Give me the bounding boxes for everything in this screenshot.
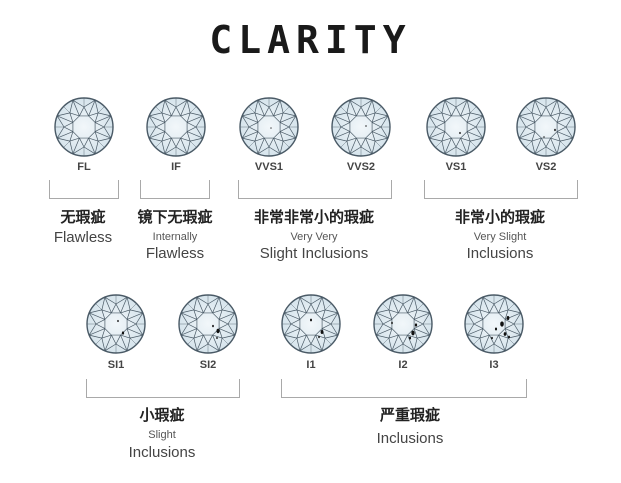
group-en-vvs: Slight Inclusions bbox=[259, 245, 369, 262]
grade-label-vvs1: VVS1 bbox=[254, 161, 284, 173]
grade-label-i3: I3 bbox=[489, 359, 499, 371]
grade-label-si2: SI2 bbox=[199, 359, 217, 371]
grade-label-vvs2: VVS2 bbox=[346, 161, 376, 173]
group-cn-vvs: 非常非常小的瑕疵 bbox=[253, 208, 374, 226]
diamond-vvs1-icon bbox=[239, 97, 299, 157]
diamond-fl-icon bbox=[54, 97, 114, 157]
diamond-vs1-icon bbox=[426, 97, 486, 157]
group-en-flawless: Flawless bbox=[53, 229, 113, 246]
grade-label-fl: FL bbox=[77, 161, 91, 173]
page-title: CLARITY bbox=[209, 18, 412, 62]
diamond-if-icon bbox=[146, 97, 206, 157]
group-en-si: Inclusions bbox=[128, 444, 196, 461]
group-cn-flawless: 无瑕疵 bbox=[60, 208, 106, 226]
grade-label-i1: I1 bbox=[306, 359, 316, 371]
group-cn-if: 镜下无瑕疵 bbox=[137, 208, 213, 226]
grade-label-i2: I2 bbox=[398, 359, 408, 371]
group-en-small-vs: Very Slight bbox=[473, 231, 527, 243]
group-en-i: Inclusions bbox=[376, 430, 444, 447]
bracket-si bbox=[86, 379, 240, 398]
group-en-vs: Inclusions bbox=[466, 245, 534, 262]
bracket-i bbox=[281, 379, 527, 398]
bracket-internally-flawless bbox=[140, 180, 210, 199]
group-cn-i: 严重瑕疵 bbox=[379, 406, 440, 424]
group-en-small-si: Slight bbox=[148, 429, 176, 441]
bracket-vs bbox=[424, 180, 578, 199]
diamond-vs2-icon bbox=[516, 97, 576, 157]
grade-label-vs1: VS1 bbox=[445, 161, 467, 173]
bracket-flawless bbox=[49, 180, 119, 199]
diamond-i3-icon bbox=[464, 294, 524, 354]
diamond-si1-icon bbox=[86, 294, 146, 354]
diamond-i1-icon bbox=[281, 294, 341, 354]
grade-label-si1: SI1 bbox=[107, 359, 125, 371]
group-cn-vs: 非常小的瑕疵 bbox=[454, 208, 545, 226]
group-en-if: Flawless bbox=[145, 245, 205, 262]
diamond-i2-icon bbox=[373, 294, 433, 354]
bracket-vvs bbox=[238, 180, 392, 199]
group-en-small-if: Internally bbox=[152, 231, 198, 243]
diamond-vvs2-icon bbox=[331, 97, 391, 157]
diamond-si2-icon bbox=[178, 294, 238, 354]
group-en-small-vvs: Very Very bbox=[290, 231, 338, 243]
grade-label-if: IF bbox=[171, 161, 181, 173]
grade-label-vs2: VS2 bbox=[535, 161, 557, 173]
group-cn-si: 小瑕疵 bbox=[139, 406, 185, 424]
